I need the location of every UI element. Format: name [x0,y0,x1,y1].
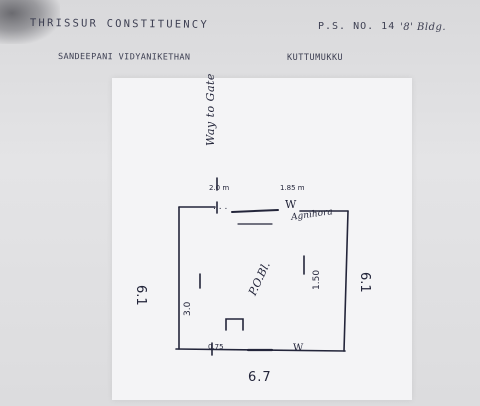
dimension-left: 6.1 [133,285,148,306]
left-inner-measure: 3.0 [183,301,193,316]
right-inner-measure: 1.50 [312,269,322,290]
top-right-measure: 1.85 m [280,184,305,192]
ballot-box [225,318,244,331]
top-left-measure: 2.0 m [209,184,230,192]
wall-right [343,210,349,352]
polling-station-number: P.S. NO. 14 [318,21,396,32]
dimension-bottom: 6.7 [248,370,272,385]
bottom-left-measure: 0.75 [208,343,224,351]
top-dots: . . . [213,202,228,212]
sketch-paper [112,78,412,400]
way-note: Way to Gate [204,73,217,146]
window-top: W [285,198,297,211]
smudge [0,0,60,44]
dimension-right: 6.1 [357,272,372,293]
place-name: KUTTUMUKKU [287,53,344,63]
top-door-line [231,209,279,213]
window-bottom: W [293,343,304,354]
booth-label: '8' Bldg. [400,22,447,33]
